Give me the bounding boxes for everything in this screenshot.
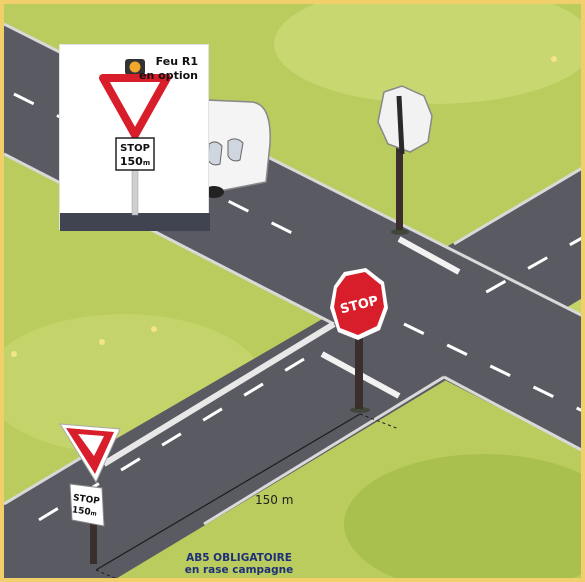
inset-plate-unit: m	[143, 159, 150, 167]
inset-card: STOP 150m Feu R1 en option	[59, 44, 209, 230]
inset-title-line1: Feu R1	[108, 55, 198, 69]
obligation-note: AB5 OBLIGATOIRE en rase campagne	[164, 552, 314, 576]
inset-plate-line1: STOP	[120, 143, 150, 154]
inset-plate-value: 150	[120, 155, 143, 168]
front-plate-unit: m	[90, 510, 97, 518]
inset-caption: Feu R1 en option	[108, 55, 198, 83]
obligation-note-line2: en rase campagne	[164, 564, 314, 576]
inset-yield-sign	[103, 78, 167, 135]
obligation-note-line1: AB5 OBLIGATOIRE	[164, 552, 314, 564]
distance-label: 150 m	[255, 493, 293, 507]
inset-title-line2: en option	[108, 69, 198, 83]
